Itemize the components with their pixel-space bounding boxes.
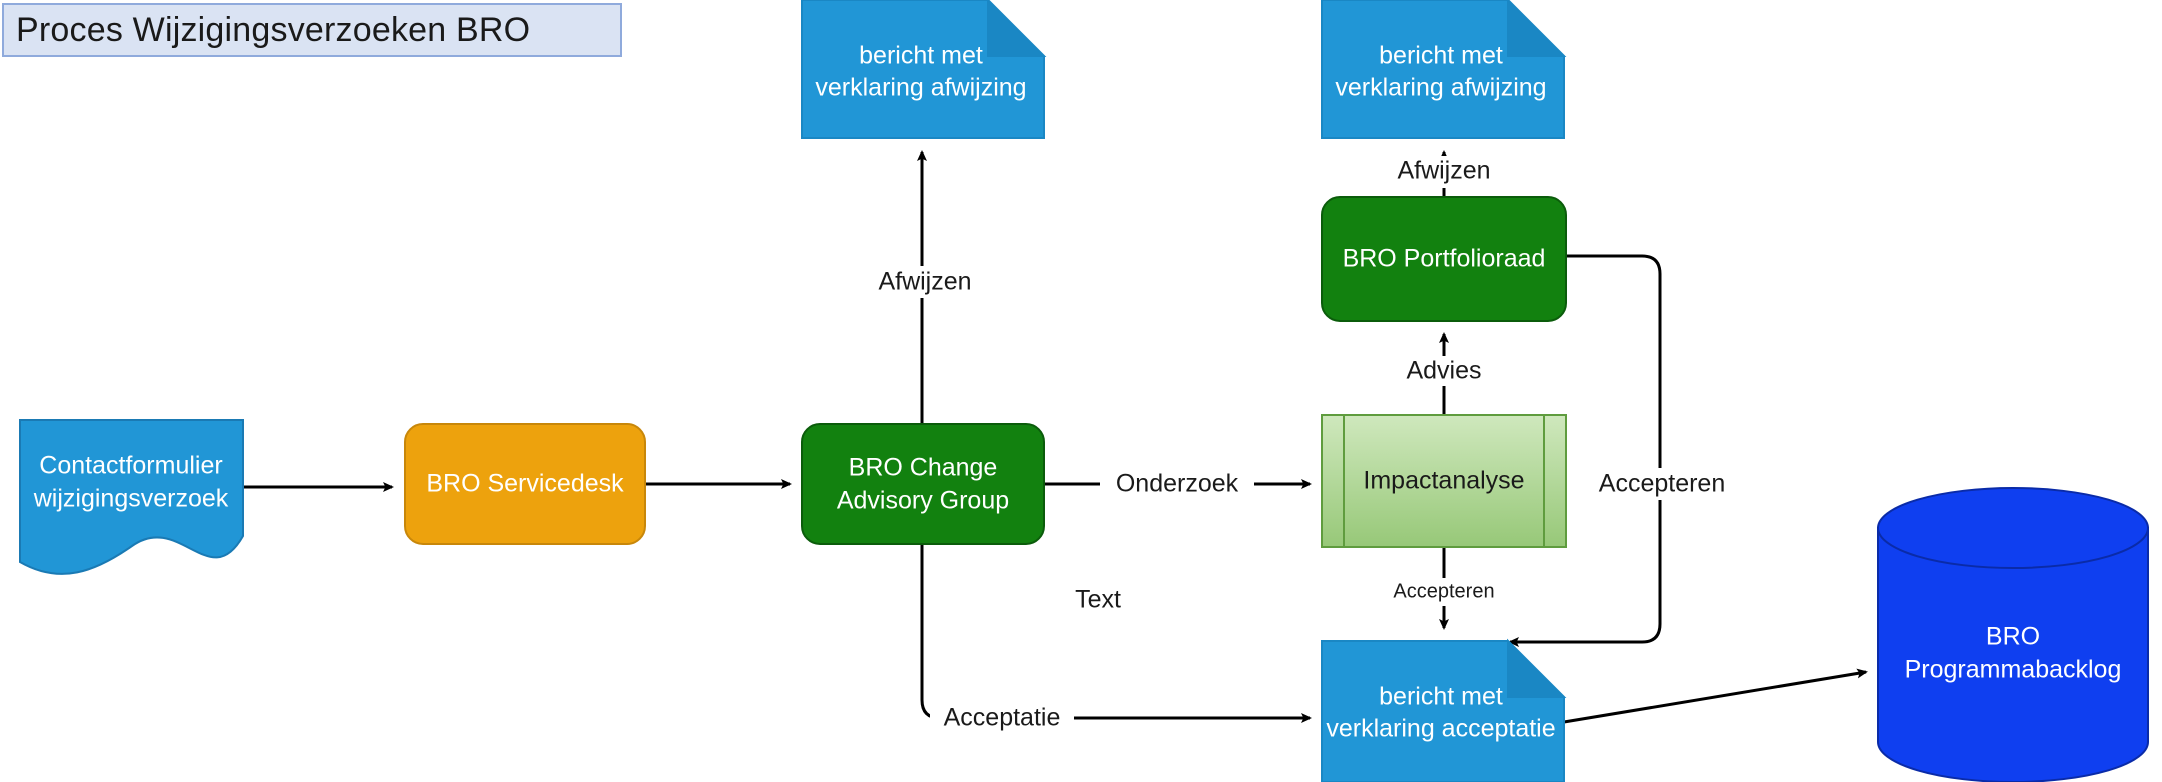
node-cab[interactable]: BRO Change Advisory Group (801, 423, 1045, 545)
free-text-annotation[interactable]: Text (1075, 586, 1121, 614)
node-acceptatie-note[interactable]: bericht met verklaring acceptatie (1321, 638, 1567, 782)
edge-cab-to-acceptatie-note[interactable]: Acceptatie (920, 544, 1312, 734)
node-programmabacklog[interactable]: BRO Programmabacklog (1877, 487, 2149, 782)
node-afwijzing-note-right[interactable]: bericht met verklaring afwijzing (1321, 0, 1567, 139)
node-portfolioraad[interactable]: BRO Portfolioraad (1321, 196, 1567, 322)
node-servicedesk[interactable]: BRO Servicedesk (404, 423, 646, 545)
edge-impactanalyse-to-portfolioraad[interactable]: Advies (1392, 332, 1496, 415)
free-text-label: Text (1075, 586, 1121, 614)
node-impactanalyse[interactable]: Impactanalyse (1321, 414, 1567, 548)
page-title: Proces Wijzigingsverzoeken BRO (16, 10, 531, 49)
node-contactformulier[interactable]: Contactformulier wijzigingsverzoek (19, 419, 244, 575)
edge-cab-to-impactanalyse[interactable]: Onderzoek (1044, 468, 1312, 500)
edge-cab-to-afwijzing-note-left[interactable]: Afwijzen (863, 150, 987, 424)
page-title-box: Proces Wijzigingsverzoeken BRO (2, 3, 622, 57)
edge-portfolioraad-to-afwijzing-note-right[interactable]: Afwijzen (1380, 150, 1508, 197)
edge-impactanalyse-to-acceptatie-note[interactable]: Accepteren (1380, 547, 1508, 630)
node-afwijzing-note-left[interactable]: bericht met verklaring afwijzing (801, 0, 1047, 139)
edge-acceptatie-note-to-programmabacklog[interactable] (1563, 668, 1868, 724)
